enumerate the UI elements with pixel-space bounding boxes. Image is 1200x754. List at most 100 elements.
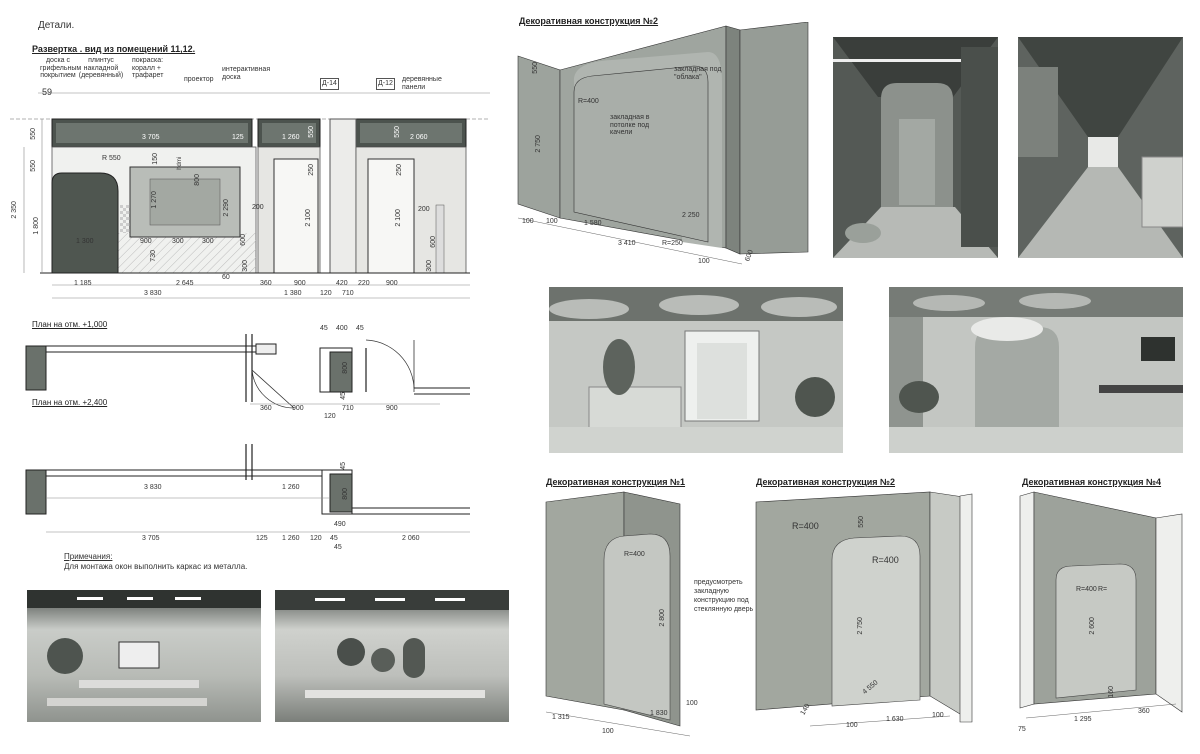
construct1-dim: 2 800 [658, 609, 666, 627]
plan1-dim: 900 [292, 405, 304, 412]
dim-inner: 200 [418, 206, 430, 213]
dim-top: 125 [232, 134, 244, 141]
construct2-dim: 1 630 [886, 716, 904, 723]
plan1-title: План на отм. +1,000 [32, 320, 108, 329]
dim-inner: 300 [242, 260, 249, 272]
construct4-dim: R= [1098, 586, 1108, 593]
plan1-dim: 120 [324, 413, 336, 420]
dim-inner: hdmi [177, 156, 184, 170]
dim-top: 2 060 [410, 134, 428, 141]
dim-bottom-2: 710 [342, 290, 354, 297]
dim-inner: 150 [152, 153, 159, 165]
plan2-dim: 1 260 [282, 535, 300, 542]
door-tag-d14: Д-14 [320, 78, 339, 90]
plan1-dim: 360 [260, 405, 272, 412]
construct-top-dim: закладная в потолке под качели [610, 114, 650, 137]
plan1-dim: 800 [342, 362, 349, 374]
plan1-drawing [25, 334, 470, 409]
construct1-dim: 100 [602, 728, 614, 735]
plan1-dim: 45 [356, 325, 364, 332]
construct-top-dim: 100 [698, 258, 710, 265]
plan2-dim: 45 [340, 461, 348, 470]
dim-left: 1 800 [32, 217, 40, 235]
construct-top-dim: 2 750 [534, 135, 542, 153]
plan1-dim: 710 [342, 405, 354, 412]
dim-inner: 800 [194, 174, 201, 186]
elevation-title: Развертка . вид из помещений 11,12. [32, 44, 196, 54]
construct1-dim: R=400 [624, 551, 645, 558]
construct1-dim: 1 315 [552, 714, 570, 721]
dim-left: 550 [30, 160, 37, 172]
elevation-drawing [10, 92, 490, 299]
construct4-title: Декоративная конструкция №4 [1022, 477, 1162, 487]
construct1-note: предусмотреть закладную конструкцию под … [694, 579, 754, 614]
dim-top: 550 [394, 126, 401, 138]
dim-bottom-1: 360 [260, 280, 272, 287]
construct-top-title: Декоративная конструкция №2 [519, 16, 659, 26]
plan2-drawing [25, 444, 470, 533]
label-projector: проектор [184, 76, 214, 83]
plan2-dim: 45 [334, 544, 342, 551]
notes-text: Для монтажа окон выполнить каркас из мет… [64, 562, 248, 571]
dim-inner: 300 [172, 238, 184, 245]
notes-title: Примечания: [64, 552, 113, 561]
construct4-drawing [1019, 491, 1183, 719]
render-hall-1 [549, 287, 843, 453]
dim-inner: 300 [202, 238, 214, 245]
construct-top-dim: 2 250 [682, 212, 700, 219]
construct-top-dim: 3 410 [618, 240, 636, 247]
render-hall-2 [889, 287, 1183, 453]
construct-top-dim: закладная под "облака" [674, 66, 722, 81]
construct2-dim: R=400 [792, 521, 819, 531]
construct-top-dim: R=250 [662, 240, 683, 247]
dim-left: 59 [42, 87, 53, 97]
construct1-drawing [545, 491, 691, 737]
construct2-dim: 100 [846, 722, 858, 729]
construct1-title: Декоративная конструкция №1 [546, 477, 686, 487]
construct4-dim: 75 [1018, 726, 1026, 733]
dim-bottom-1: 2 645 [176, 280, 194, 287]
dim-inner: 2 100 [394, 209, 402, 227]
dim-bottom-1: 220 [358, 280, 370, 287]
construct4-dim: 360 [1138, 708, 1150, 715]
dim-bottom-1: 1 185 [74, 280, 92, 287]
dim-inner: 1 270 [150, 191, 158, 209]
plan2-dim: 45 [330, 535, 338, 542]
construct2-title: Декоративная конструкция №2 [756, 477, 896, 487]
construct-top-dim: R=400 [578, 98, 599, 105]
render-classroom-2 [275, 590, 509, 722]
construct2-dim: 2 750 [856, 617, 864, 635]
construct4-dim: R=400 [1076, 586, 1097, 593]
dim-left: 2 350 [10, 201, 18, 219]
plan1-dim: 400 [336, 325, 348, 332]
construct2-drawing [755, 491, 973, 727]
construct4-dim: 1 295 [1074, 716, 1092, 723]
construct4-dim: 160 [1108, 686, 1115, 698]
dim-top: 550 [308, 126, 315, 138]
plan2-dim: 800 [342, 488, 349, 500]
dim-bottom-1: 900 [294, 280, 306, 287]
dim-bottom-2: 120 [320, 290, 332, 297]
plan2-dim: 490 [334, 521, 346, 528]
dim-inner: 600 [430, 236, 437, 248]
plan2-dim: 2 060 [402, 535, 420, 542]
plan2-title: План на отм. +2,400 [32, 398, 108, 407]
dim-bottom-1: 420 [336, 280, 348, 287]
plan2-dim: 3 705 [142, 535, 160, 542]
construct-top-dim: 550 [532, 62, 539, 74]
dim-bottom-1: 900 [386, 280, 398, 287]
dim-inner: 1 300 [76, 238, 94, 245]
construct2-dim: R=400 [872, 555, 899, 565]
label-wood-panels: деревянные панели [402, 76, 442, 91]
label-plinth: плинтус накладной (деревянный) [78, 57, 124, 80]
dim-left: 550 [30, 128, 37, 140]
page-title: Детали. [38, 20, 75, 31]
render-corridor-1 [833, 37, 998, 258]
dim-inner: 250 [396, 164, 403, 176]
dim-inner: 730 [150, 250, 157, 262]
dim-inner: 200 [252, 204, 264, 211]
construct4-dim: 2 600 [1088, 617, 1096, 635]
plan2-dim: 1 260 [282, 484, 300, 491]
construct-top-dim: 100 [522, 218, 534, 225]
plan1-dim: 45 [320, 325, 328, 332]
